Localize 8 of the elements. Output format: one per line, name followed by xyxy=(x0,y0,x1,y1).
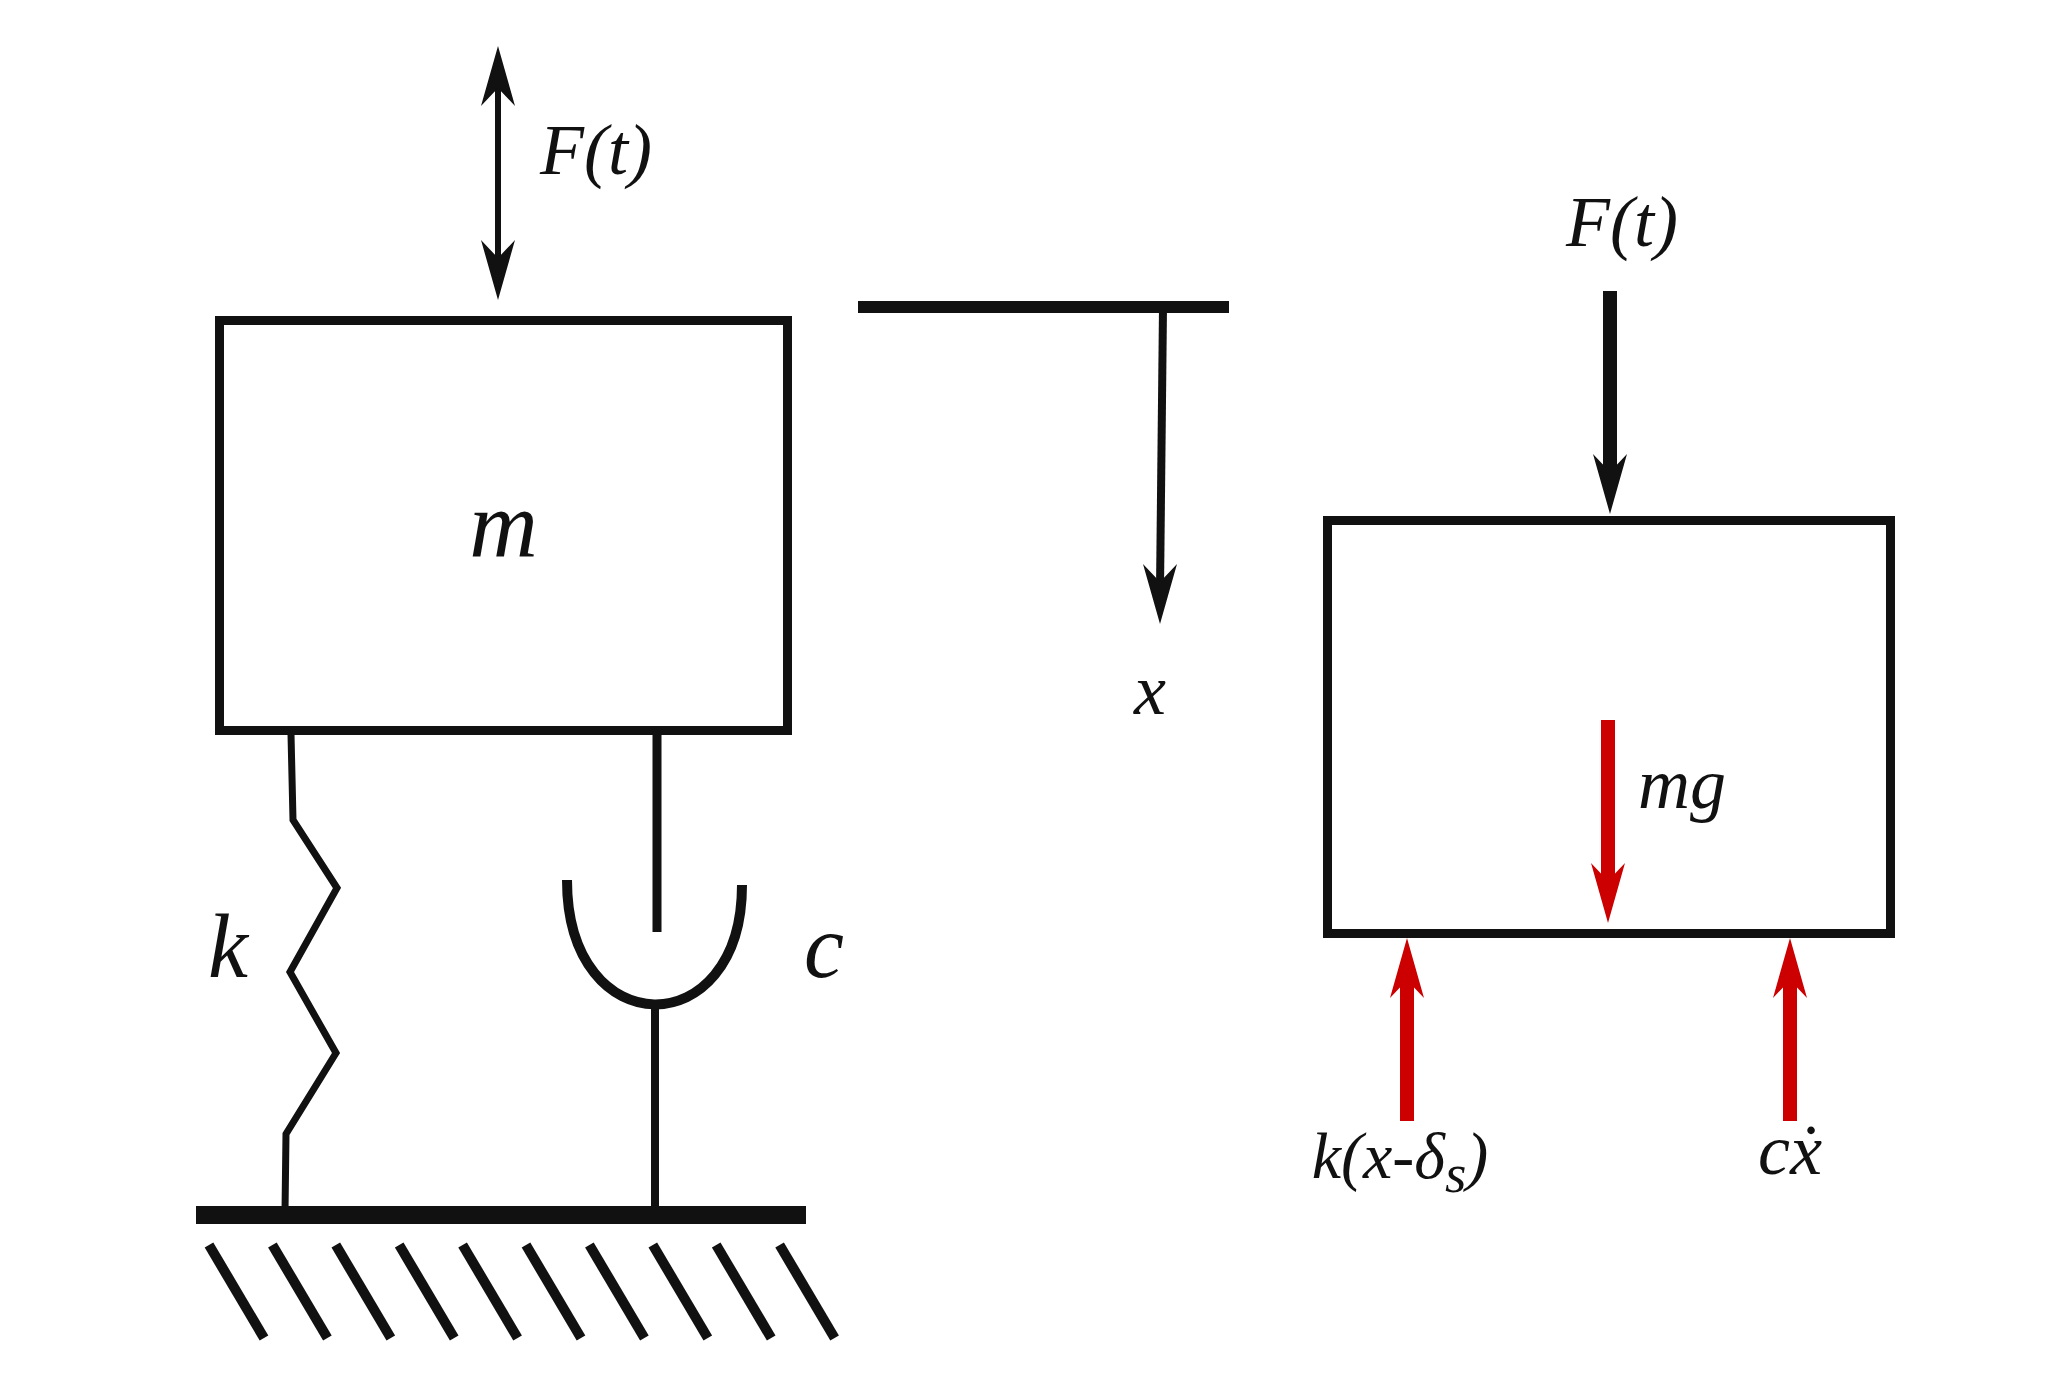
free-body-block xyxy=(1323,516,1895,938)
spring-constant-label: k xyxy=(208,902,248,992)
mass-block xyxy=(215,316,792,735)
force-label: k(x-δ$_{s}$) xyxy=(1311,1122,1489,1202)
damping-coefficient-label: c xyxy=(804,902,844,992)
force-label: cẋ xyxy=(1758,1114,1822,1186)
displacement-label: x xyxy=(1134,654,1166,726)
mass-label: m xyxy=(469,478,538,573)
